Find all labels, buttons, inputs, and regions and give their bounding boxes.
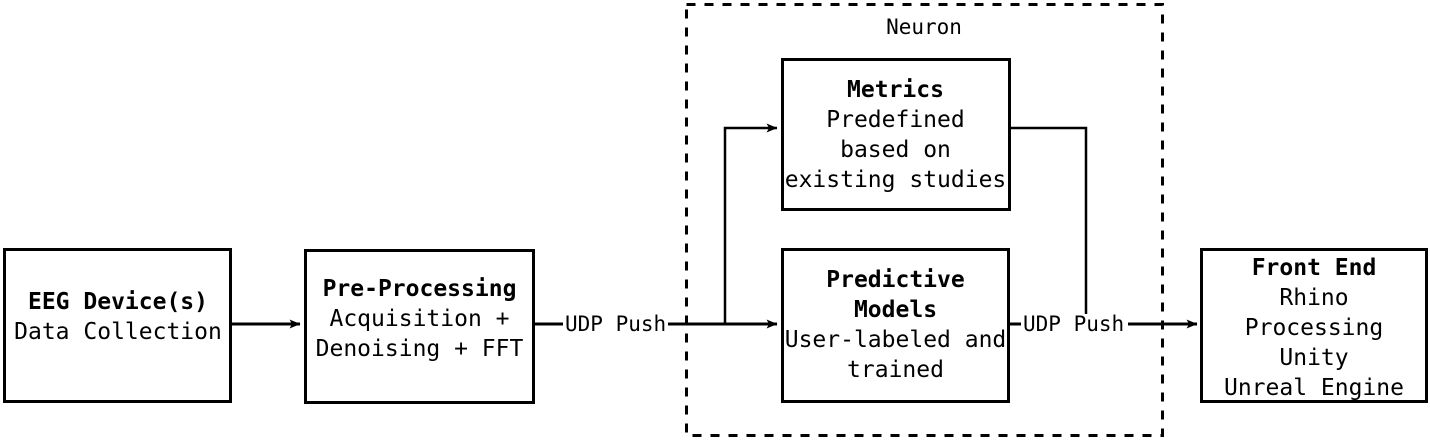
edge-metrics-to-merge bbox=[1010, 126, 1088, 324]
eeg-device-box-rect[interactable] bbox=[3, 248, 232, 403]
udp-push-label-right: UDP Push bbox=[1021, 312, 1127, 336]
neuron-group-title: Neuron bbox=[886, 15, 962, 39]
pre-processing-box-rect[interactable] bbox=[304, 249, 535, 404]
front-end-box-rect[interactable] bbox=[1200, 248, 1428, 403]
metrics-box-rect[interactable] bbox=[781, 58, 1011, 211]
predictive-models-box-rect[interactable] bbox=[781, 248, 1010, 403]
udp-push-label-left: UDP Push bbox=[563, 312, 669, 336]
edge-split-to-metrics bbox=[723, 123, 778, 324]
neuron-group-boundary bbox=[685, 3, 1164, 437]
